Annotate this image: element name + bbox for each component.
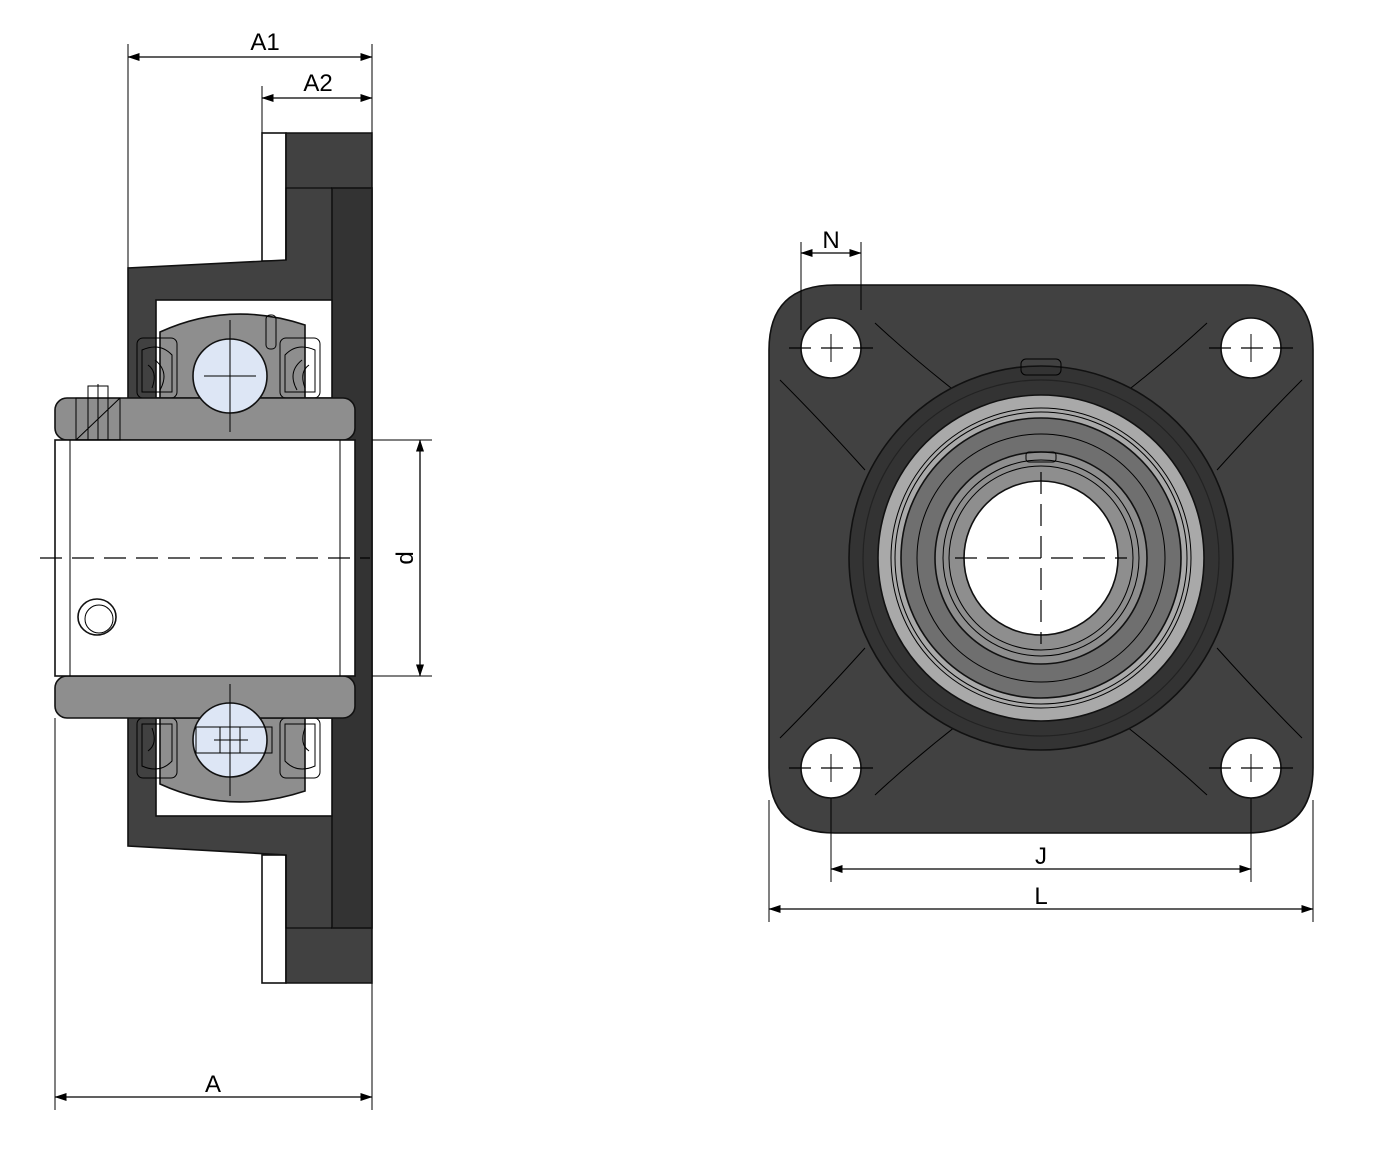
grease-nipple-front [1020,358,1062,376]
lower-flange-strip [261,854,287,984]
ball-upper [192,320,268,432]
set-screw-upper [75,384,121,441]
dimension-a: A [54,718,373,1110]
bolt-hole-top-left [789,317,873,379]
front-set-screw [1025,451,1057,463]
dimension-a1: A1 [127,29,373,268]
dimension-d: d [372,439,432,677]
label-j: J [1035,843,1047,870]
label-n: N [822,227,839,254]
grease-nipple [265,314,277,350]
housing-step-upper [285,187,332,260]
corner-boss-outlines [779,322,1303,796]
housing-step-lower [285,855,332,929]
side-section-view: A1 A2 A d [40,29,432,1110]
label-l: L [1034,883,1047,910]
ball-lower [192,684,273,796]
label-a2: A2 [303,70,332,97]
upper-flange-strip [261,132,287,262]
dimension-n: N [800,227,862,330]
set-screw-hole [77,598,117,636]
label-d: d [392,551,419,564]
dimension-l: L [768,800,1314,922]
label-a: A [205,1071,221,1098]
label-a1: A1 [250,29,279,56]
dimension-a2: A2 [261,70,373,133]
front-view: N J L [768,227,1314,922]
bolt-hole-top-right [1209,317,1293,379]
dimension-j: J [830,798,1252,882]
